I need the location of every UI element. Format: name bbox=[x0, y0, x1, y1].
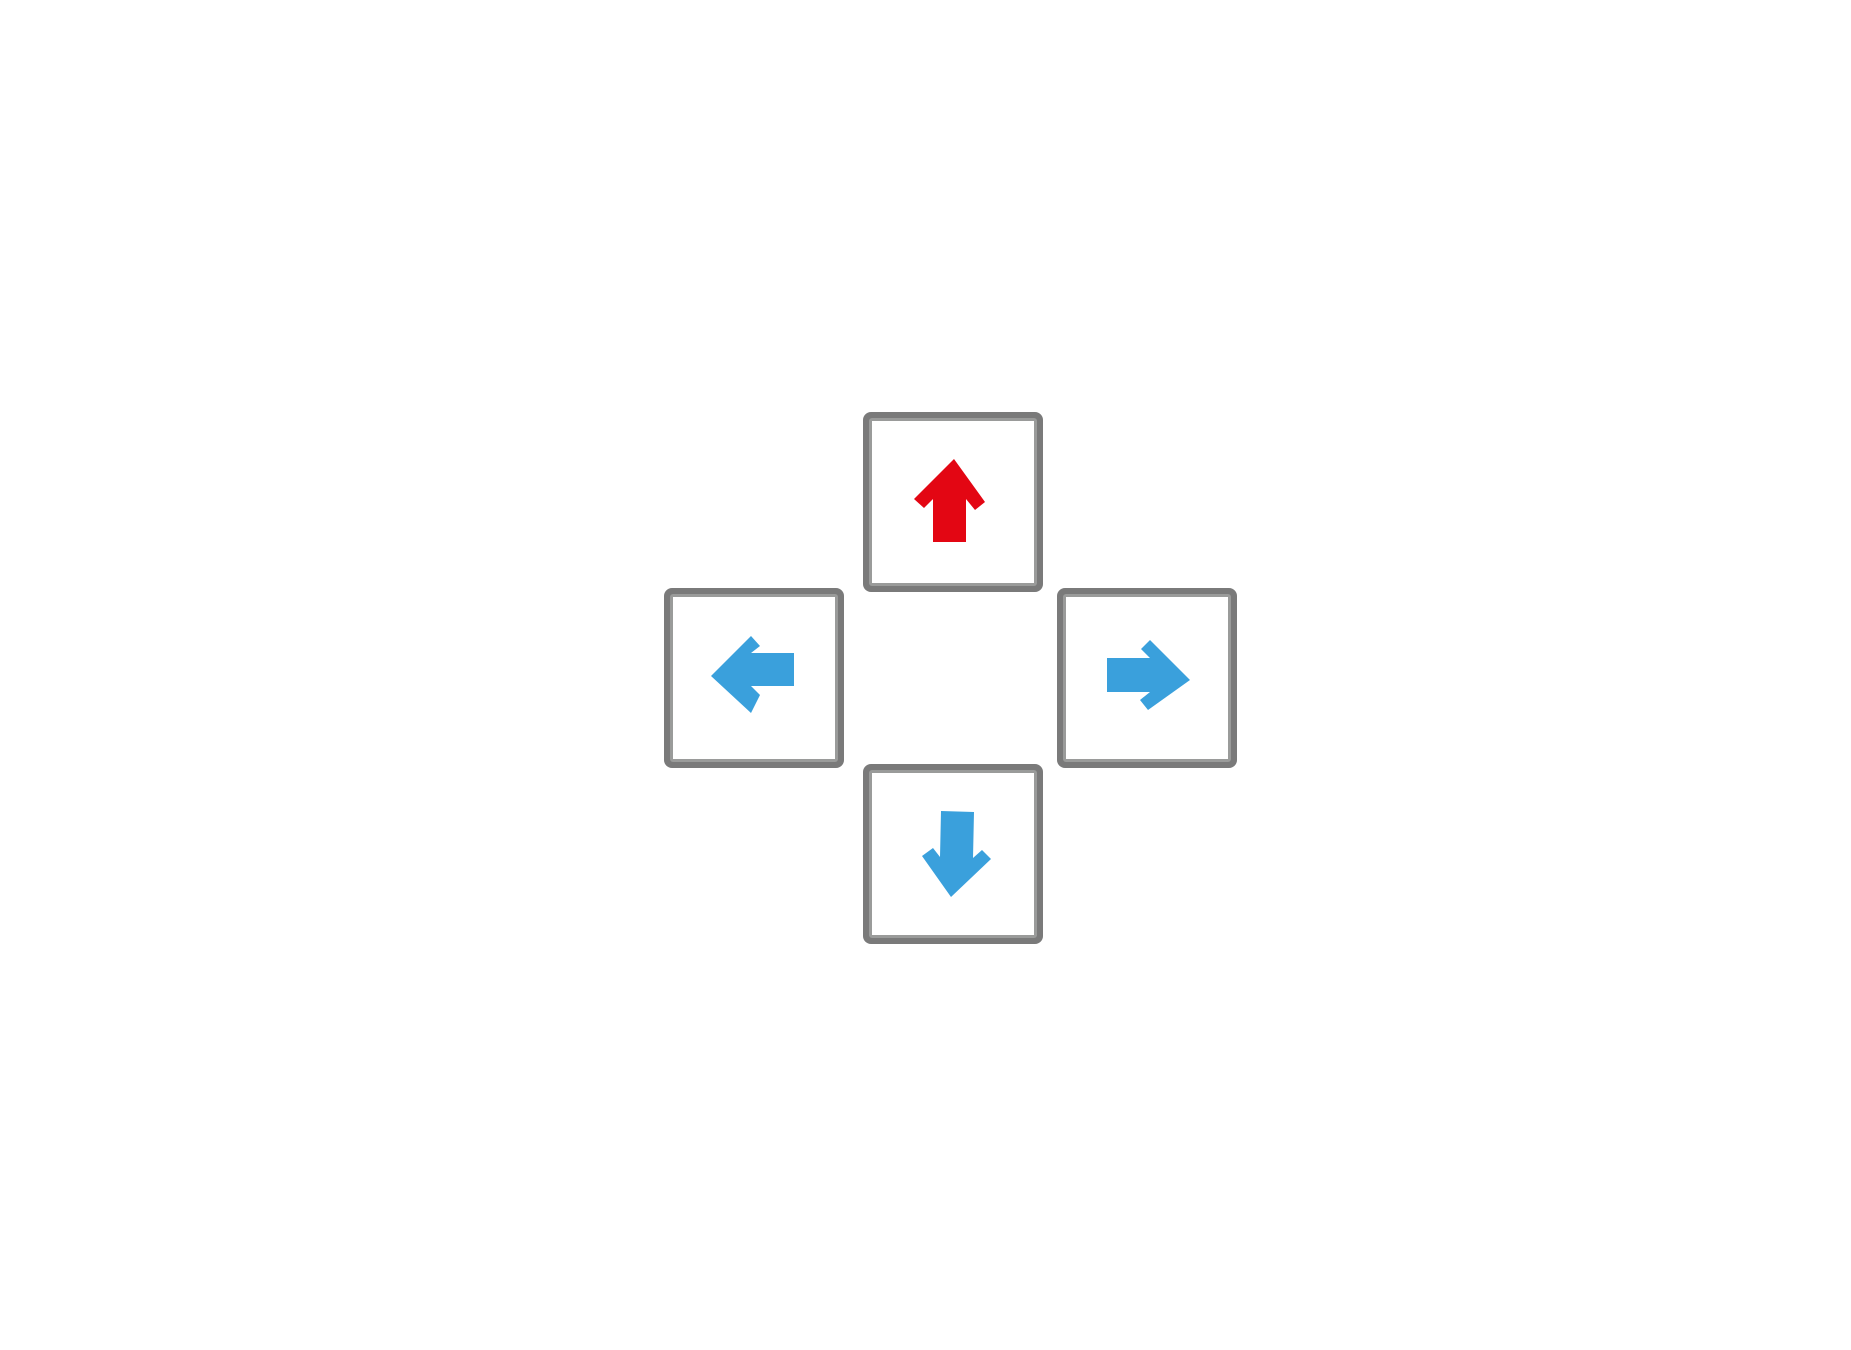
right-arrow-key[interactable] bbox=[1057, 588, 1237, 768]
arrow-down-icon bbox=[922, 811, 991, 897]
arrow-right-icon bbox=[1107, 640, 1190, 710]
left-arrow-key[interactable] bbox=[664, 588, 844, 768]
arrow-left-icon bbox=[711, 636, 794, 713]
down-arrow-key[interactable] bbox=[863, 764, 1043, 944]
up-arrow-key[interactable] bbox=[863, 412, 1043, 592]
arrow-up-icon bbox=[914, 459, 985, 542]
